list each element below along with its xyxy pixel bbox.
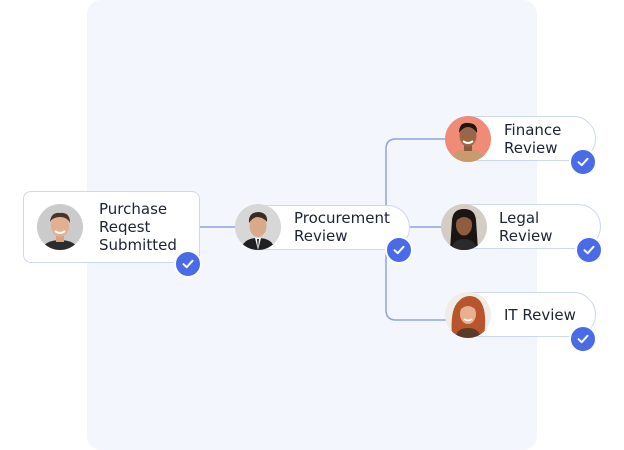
- check-icon-finance: [569, 148, 597, 176]
- check-icon-procurement: [385, 236, 413, 264]
- avatar-legal-reviewer: [441, 204, 487, 250]
- check-icon-it: [569, 325, 597, 353]
- connector-procurement-it: [385, 247, 447, 321]
- avatar-finance-reviewer: [445, 116, 491, 162]
- node-procurement-review-label: Procurement Review: [294, 209, 390, 245]
- avatar-it-reviewer: [445, 292, 491, 338]
- check-icon-purchase: [174, 250, 202, 278]
- node-purchase-request[interactable]: Purchase Reqest Submitted: [23, 191, 200, 263]
- node-finance-review-label: Finance Review: [504, 121, 562, 157]
- avatar-procurement-reviewer: [235, 204, 281, 250]
- check-icon-legal: [575, 236, 603, 264]
- node-it-review-label: IT Review: [504, 306, 576, 324]
- node-purchase-request-label: Purchase Reqest Submitted: [99, 200, 177, 254]
- avatar-purchase-requester: [37, 204, 83, 250]
- connector-procurement-finance: [385, 138, 447, 207]
- node-legal-review-label: Legal Review: [499, 209, 553, 245]
